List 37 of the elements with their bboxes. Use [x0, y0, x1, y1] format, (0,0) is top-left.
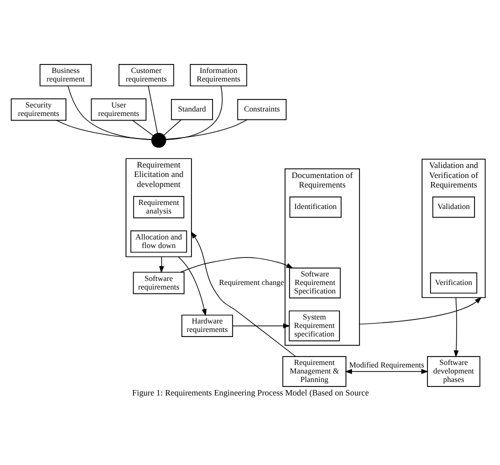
arrow	[190, 231, 296, 357]
node-box: System Requirement specification	[288, 310, 340, 342]
arrow	[358, 296, 482, 325]
node-box: Requirement analysis	[132, 196, 184, 218]
connector	[164, 86, 222, 140]
node-box: User requirements	[90, 98, 146, 121]
caption: Figure 1: Requirements Engineering Process Model (Based on Source	[132, 387, 368, 398]
node-box: Verification	[430, 272, 477, 294]
connector	[132, 120, 154, 136]
node-box: Validation	[432, 196, 474, 218]
node-box: Information Requirements	[189, 64, 247, 86]
node-box: Customer requirements	[118, 64, 174, 86]
edge-label: Requirement change	[218, 278, 284, 288]
arrow	[158, 256, 164, 274]
node-box: Software development phases	[426, 356, 480, 387]
node-box: Requirement Management & Planning	[282, 356, 346, 387]
node-box: Security requirements	[10, 98, 66, 121]
connector	[147, 86, 158, 134]
node-box: Constraints	[236, 99, 286, 120]
node-box: Hardware requirements	[180, 314, 233, 337]
arrow	[180, 257, 293, 273]
connector	[56, 120, 152, 140]
node-circle	[150, 132, 166, 148]
node-box: Software Requirement Specification	[288, 268, 340, 298]
connector	[67, 86, 152, 140]
arrow	[232, 323, 290, 328]
arrow	[453, 297, 458, 358]
node-box: Identification	[288, 196, 342, 218]
connector	[164, 119, 247, 140]
node-box: Business requirement	[39, 64, 92, 86]
node-box: Standard	[170, 99, 212, 120]
node-box: Allocation and flow down	[130, 230, 187, 253]
edge-label: Modified Requirements	[348, 360, 424, 370]
arrow	[344, 369, 428, 374]
arrow	[177, 256, 206, 316]
connector	[162, 119, 181, 136]
node-box: Software requirements	[132, 272, 184, 294]
